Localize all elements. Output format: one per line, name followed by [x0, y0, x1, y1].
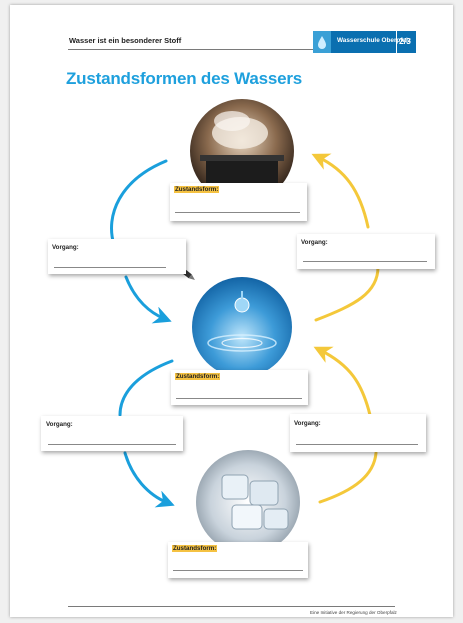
header-separator: [396, 31, 397, 53]
page-title: Zustandsformen des Wassers: [66, 69, 303, 88]
blue-arrow-top-segment: [110, 159, 168, 247]
page-number: 2/3: [399, 36, 411, 46]
header-title: Wasser ist ein besonderer Stoff: [69, 36, 182, 45]
header-rule: [68, 49, 395, 50]
blue-arrow-top-head: [124, 275, 172, 324]
school-name: Wasserschule Oberpfalz: [337, 37, 411, 44]
state-card-gas: Zustandsform:: [170, 183, 307, 221]
yellow-arrow-top-head: [311, 153, 370, 229]
process-card-freezing: Vorgang:: [41, 416, 183, 451]
state-label: Zustandsform:: [174, 186, 220, 193]
yellow-arrow-bottom-segment: [318, 451, 378, 504]
process-card-evaporation: Vorgang:: [297, 234, 435, 269]
cycle-graphic: [110, 99, 380, 554]
header-badge: Wasserschule Oberpfalz 2/3: [313, 31, 416, 53]
answer-line[interactable]: [48, 444, 176, 445]
answer-line[interactable]: [54, 267, 166, 268]
ice-image: [196, 450, 300, 554]
yellow-arrow-top-segment: [314, 265, 380, 322]
worksheet-page: Wasser ist ein besonderer Stoff Wassersc…: [10, 5, 453, 617]
state-card-solid: Zustandsform:: [168, 542, 308, 578]
process-label: Vorgang:: [46, 421, 73, 428]
process-card-melting: Vorgang:: [290, 414, 426, 452]
water-logo-icon: [313, 31, 331, 53]
state-label: Zustandsform:: [172, 545, 218, 552]
state-card-liquid: Zustandsform:: [171, 370, 308, 405]
process-label: Vorgang:: [52, 244, 79, 251]
blue-arrow-bottom-segment: [118, 359, 174, 417]
water-drop-image: [192, 277, 292, 377]
footer-text: Eine Initiative der Regierung der Oberpf…: [310, 610, 397, 615]
process-label: Vorgang:: [294, 420, 321, 427]
answer-line[interactable]: [173, 570, 303, 571]
process-label: Vorgang:: [301, 239, 328, 246]
answer-line[interactable]: [296, 444, 418, 445]
answer-line[interactable]: [303, 261, 427, 262]
state-label: Zustandsform:: [175, 373, 221, 380]
answer-line[interactable]: [175, 212, 300, 213]
blue-arrow-bottom-head: [123, 451, 175, 508]
answer-line[interactable]: [176, 398, 302, 399]
yellow-arrow-bottom-head: [313, 346, 372, 417]
process-card-condensation: Vorgang:: [48, 239, 186, 274]
footer-rule: [68, 606, 395, 607]
